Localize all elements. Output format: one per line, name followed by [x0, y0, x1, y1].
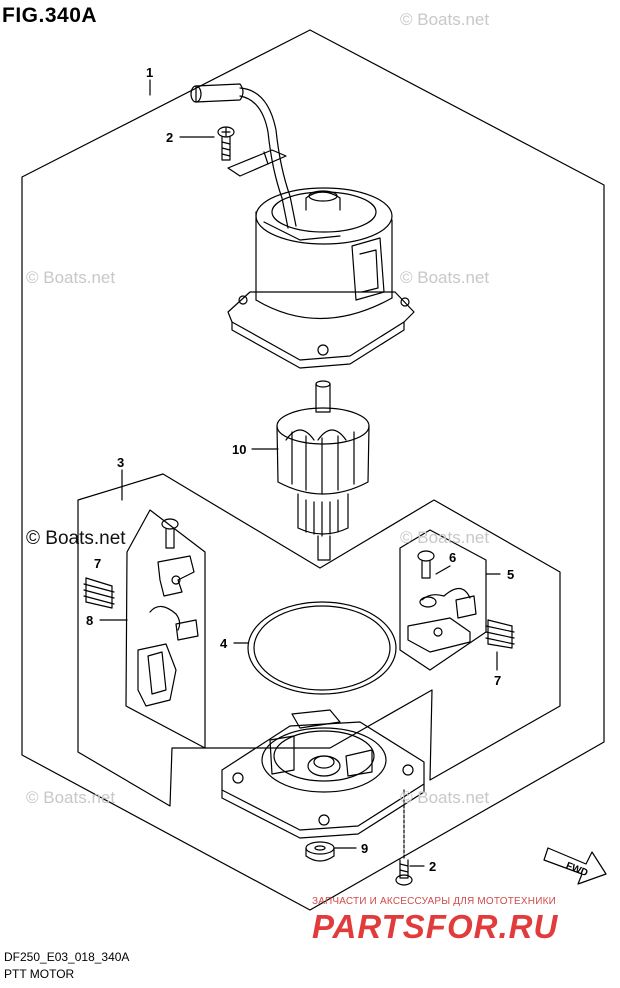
watermark: © Boats.net — [400, 788, 489, 808]
figure-title: FIG.340A — [2, 4, 98, 27]
copyright-symbol: © — [26, 528, 40, 549]
ad-tagline: ЗАПЧАСТИ И АКСЕССУАРЫ ДЛЯ МОТОТЕХНИКИ — [312, 896, 557, 907]
wire-lead — [190, 83, 297, 229]
screw-bottom — [395, 789, 413, 886]
callout-2-top: 2 — [166, 130, 174, 145]
figure-caption: PTT MOTOR — [4, 967, 75, 981]
watermark-text: Boats.net — [417, 10, 490, 29]
watermark: © Boats.net — [26, 788, 115, 808]
callout-5: 5 — [507, 567, 515, 582]
callout-10: 10 — [232, 442, 247, 457]
o-ring — [247, 601, 397, 695]
watermark-text: Boats.net — [417, 268, 490, 287]
callout-9: 9 — [361, 841, 369, 856]
watermark-text: Boats.net — [43, 268, 116, 287]
callout-1: 1 — [146, 65, 154, 80]
watermark: © Boats.net — [400, 10, 489, 30]
watermark-text: Boats.net — [43, 788, 116, 807]
spring-right — [485, 619, 515, 649]
watermark: © Boats.net — [26, 528, 126, 550]
watermark: © Boats.net — [400, 528, 489, 548]
spring-left — [83, 577, 115, 609]
ad-logo: PARTSFOR.RU — [312, 908, 559, 945]
watermark-text: Boats.net — [417, 788, 490, 807]
armature — [276, 380, 370, 561]
callout-4: 4 — [220, 636, 228, 651]
brush-holder-right — [399, 529, 487, 671]
washer — [305, 841, 335, 862]
copyright-symbol: © — [400, 788, 413, 807]
brush-holder-left — [125, 509, 206, 749]
copyright-symbol: © — [26, 268, 39, 287]
callout-8: 8 — [86, 613, 94, 628]
callout-7-right: 7 — [494, 673, 502, 688]
assembly-outline — [21, 29, 605, 911]
watermark-text: Boats.net — [45, 528, 126, 549]
reference-code: DF250_E03_018_340A — [4, 950, 130, 964]
leader-line-6 — [435, 565, 451, 575]
copyright-symbol: © — [400, 10, 413, 29]
fwd-arrow — [543, 847, 607, 885]
copyright-symbol: © — [400, 528, 413, 547]
copyright-symbol: © — [26, 788, 39, 807]
watermark: © Boats.net — [400, 268, 489, 288]
watermark: © Boats.net — [26, 268, 115, 288]
callout-2-bottom: 2 — [429, 859, 437, 874]
watermark-text: Boats.net — [417, 528, 490, 547]
callout-6: 6 — [449, 550, 457, 565]
brush-assembly-outline — [77, 473, 561, 807]
callout-3: 3 — [117, 455, 125, 470]
copyright-symbol: © — [400, 268, 413, 287]
end-bracket — [221, 709, 425, 839]
callout-7-left: 7 — [94, 556, 102, 571]
screw-top — [217, 126, 235, 161]
motor-housing — [227, 187, 415, 369]
